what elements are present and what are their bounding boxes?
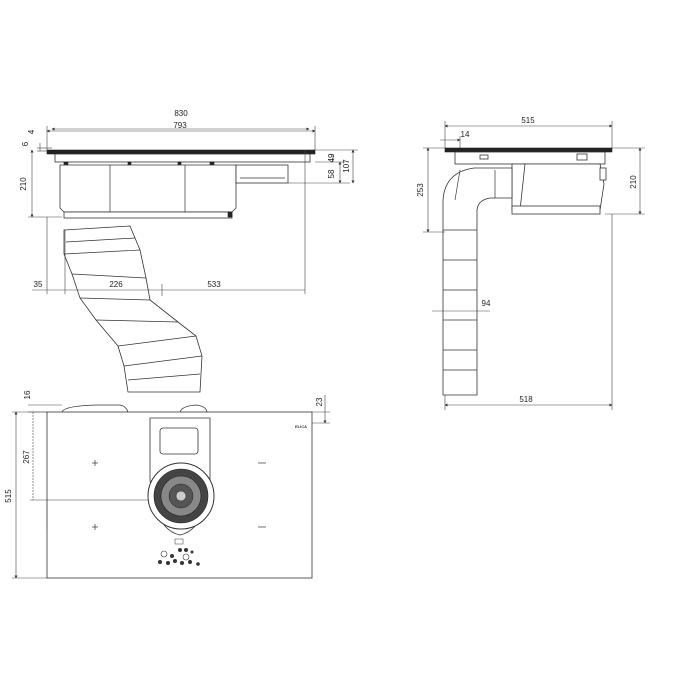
dim-label-58: 58 — [327, 169, 336, 178]
fan-grille — [147, 462, 215, 530]
dim-label-107: 107 — [342, 159, 351, 173]
top-edge-detail — [179, 404, 208, 413]
dim-label-16: 16 — [23, 390, 32, 399]
brand-label: ELICA — [295, 424, 307, 429]
hood-flap — [159, 427, 199, 455]
control-panel — [158, 538, 200, 566]
hob-body — [59, 164, 237, 213]
dim-label-49: 49 — [327, 153, 336, 162]
end-view: 515 14 253 — [416, 116, 645, 410]
hob-frame — [54, 153, 311, 163]
end-body-line — [519, 163, 526, 211]
exhaust-duct — [63, 225, 203, 393]
connector — [576, 153, 588, 161]
dim-label-210-end: 210 — [629, 175, 638, 189]
dim-label-94: 94 — [482, 299, 491, 308]
dim-label-518: 518 — [519, 395, 533, 404]
top-edge-detail — [61, 404, 129, 413]
dim-label-6: 6 — [21, 141, 30, 146]
end-duct — [442, 167, 513, 396]
top-view: 16 23 ELICA — [4, 390, 330, 579]
dim-label-210: 210 — [19, 177, 28, 191]
connector — [479, 154, 489, 160]
dim-label-14: 14 — [461, 130, 470, 139]
dim-label-23: 23 — [315, 397, 324, 406]
dim-label-515-top: 515 — [4, 489, 13, 503]
dim-label-226: 226 — [109, 280, 123, 289]
dim-label-533: 533 — [207, 280, 221, 289]
dim-label-267: 267 — [22, 450, 31, 464]
frame-feet — [63, 161, 215, 166]
dim-label-515: 515 — [521, 116, 535, 125]
glass-top — [46, 149, 316, 155]
dim-label-35: 35 — [34, 280, 43, 289]
dim-label-830: 830 — [174, 109, 188, 118]
zone-markers — [92, 460, 266, 530]
side-motor-unit — [235, 164, 289, 184]
end-body — [511, 163, 605, 211]
dim-label-253: 253 — [416, 183, 425, 197]
glass-top-end — [444, 147, 613, 153]
bottom-plate — [63, 211, 233, 219]
dim-label-4: 4 — [27, 129, 36, 134]
end-bottom-plate — [511, 205, 601, 215]
dim-label-793: 793 — [173, 121, 187, 130]
end-clip — [599, 167, 607, 181]
clip — [227, 211, 233, 218]
side-view: 830 793 6 4 210 — [19, 109, 358, 393]
